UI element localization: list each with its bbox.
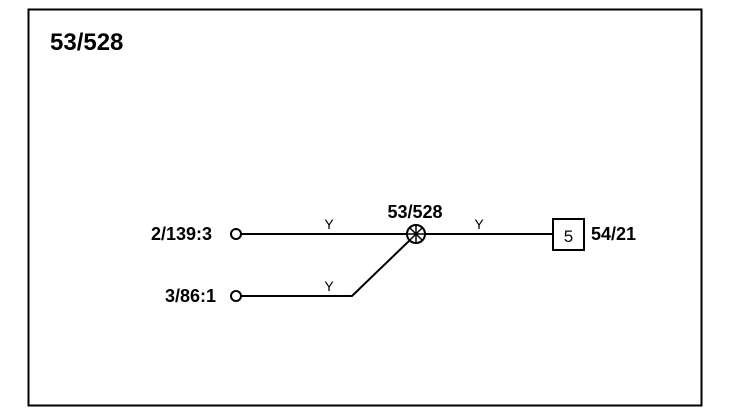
wire-connector-2-to-splice	[241, 239, 411, 297]
connector-terminal-icon	[230, 228, 242, 240]
connector-label: 3/86:1	[165, 286, 216, 306]
connector-terminal-icon	[230, 290, 242, 302]
wire-color-label: Y	[324, 216, 334, 232]
connector-label: 2/139:3	[151, 224, 212, 244]
splice-label: 53/528	[387, 202, 442, 222]
diagram-frame	[27, 8, 703, 407]
component-number: 5	[564, 227, 573, 246]
component-box	[552, 218, 585, 251]
wire-color-label: Y	[474, 216, 484, 232]
wire-color-label: Y	[324, 278, 334, 294]
splice-icon	[406, 224, 426, 244]
diagram-title: 53/528	[50, 29, 123, 56]
component-label: 54/21	[591, 224, 636, 244]
